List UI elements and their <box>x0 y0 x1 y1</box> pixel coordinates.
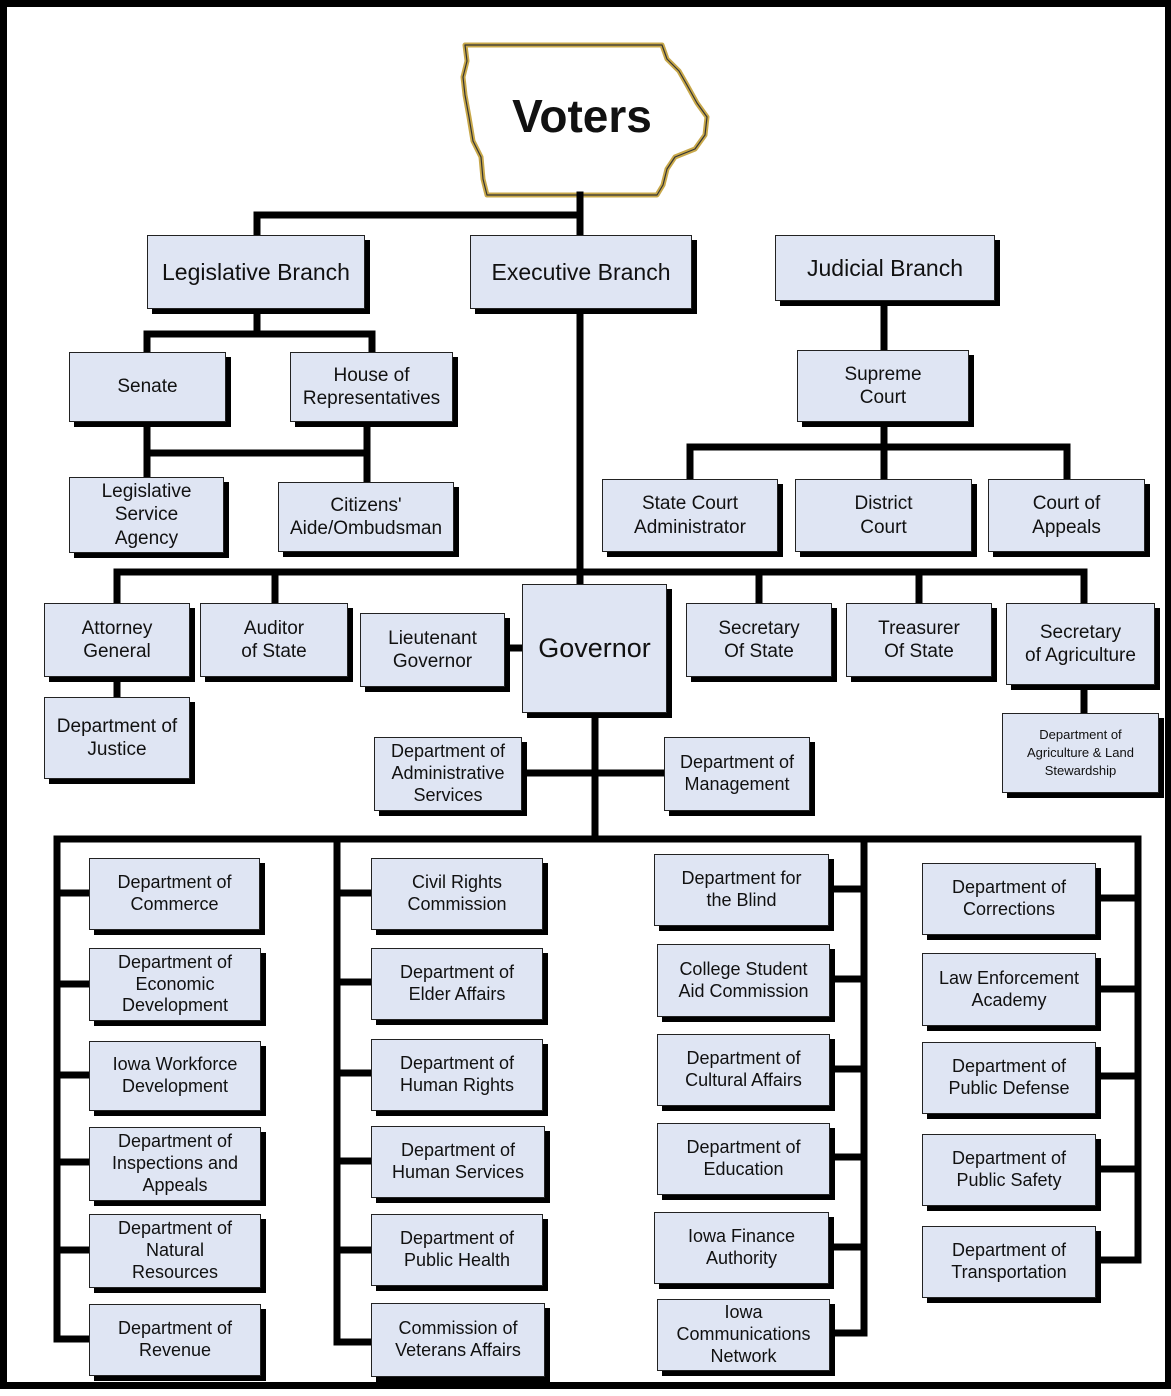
department-of-commerce-box: Department of Commerce <box>89 858 260 930</box>
secretary-of-agriculture-box: Secretary of Agriculture <box>1006 603 1155 685</box>
governor-box: Governor <box>522 584 667 713</box>
department-of-public-safety-box: Department of Public Safety <box>922 1134 1096 1206</box>
department-of-human-services-box: Department of Human Services <box>371 1126 545 1198</box>
department-of-agriculture-box: Department of Agriculture & Land Steward… <box>1002 713 1159 793</box>
department-of-public-health-box: Department of Public Health <box>371 1214 543 1286</box>
iowa-workforce-development-box: Iowa Workforce Development <box>89 1041 261 1111</box>
court-of-appeals-box: Court of Appeals <box>988 479 1145 552</box>
commission-of-veterans-affairs-box: Commission of Veterans Affairs <box>371 1303 545 1377</box>
judicial-branch-box: Judicial Branch <box>775 235 995 301</box>
district-court-box: District Court <box>795 479 972 552</box>
legislative-service-agency-box: Legislative Service Agency <box>69 477 224 553</box>
iowa-finance-authority-box: Iowa Finance Authority <box>654 1212 829 1284</box>
department-of-management-box: Department of Management <box>664 737 810 811</box>
executive-branch-box: Executive Branch <box>470 235 692 309</box>
secretary-of-state-box: Secretary Of State <box>686 603 832 677</box>
department-of-public-defense-box: Department of Public Defense <box>922 1042 1096 1114</box>
department-for-the-blind-box: Department for the Blind <box>654 854 829 926</box>
department-of-human-rights-box: Department of Human Rights <box>371 1039 543 1111</box>
department-of-natural-resources-box: Department of Natural Resources <box>89 1214 261 1288</box>
citizens-aide-box: Citizens' Aide/Ombudsman <box>278 482 454 552</box>
connector-lines <box>53 42 1142 1346</box>
department-of-economic-development-box: Department of Economic Development <box>89 948 261 1021</box>
attorney-general-box: Attorney General <box>44 603 190 677</box>
department-of-inspections-and-appeals-box: Department of Inspections and Appeals <box>89 1127 261 1201</box>
civil-rights-commission-box: Civil Rights Commission <box>371 858 543 930</box>
law-enforcement-academy-box: Law Enforcement Academy <box>922 953 1096 1026</box>
lieutenant-governor-box: Lieutenant Governor <box>360 613 505 687</box>
department-of-corrections-box: Department of Corrections <box>922 863 1096 935</box>
auditor-of-state-box: Auditor of State <box>200 603 348 677</box>
department-of-administrative-services-box: Department of Administrative Services <box>374 737 522 811</box>
department-of-transportation-box: Department of Transportation <box>922 1226 1096 1298</box>
iowa-communications-network-box: Iowa Communications Network <box>657 1299 830 1371</box>
house-box: House of Representatives <box>290 352 453 422</box>
legislative-branch-box: Legislative Branch <box>147 235 365 309</box>
department-of-cultural-affairs-box: Department of Cultural Affairs <box>657 1034 830 1106</box>
department-of-elder-affairs-box: Department of Elder Affairs <box>371 948 543 1020</box>
senate-box: Senate <box>69 352 226 422</box>
voters-title: Voters <box>512 90 652 142</box>
department-of-justice-box: Department of Justice <box>44 697 190 779</box>
supreme-court-box: Supreme Court <box>797 350 969 422</box>
department-of-revenue-box: Department of Revenue <box>89 1304 261 1376</box>
college-student-aid-commission-box: College Student Aid Commission <box>657 944 830 1017</box>
treasurer-of-state-box: Treasurer Of State <box>846 603 992 677</box>
state-court-administrator-box: State Court Administrator <box>602 479 778 552</box>
department-of-education-box: Department of Education <box>657 1123 830 1195</box>
